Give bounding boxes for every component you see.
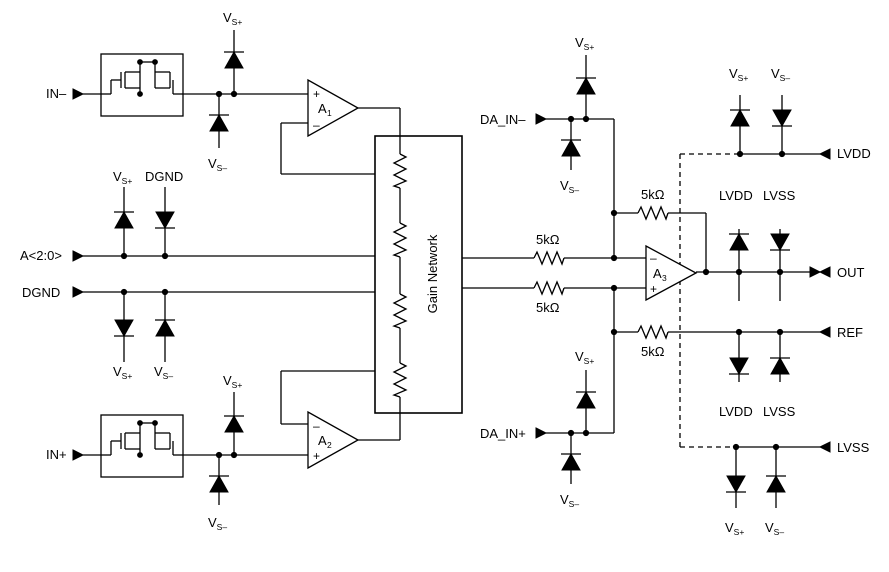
svg-text:A: A	[653, 266, 662, 281]
svg-text:5kΩ: 5kΩ	[536, 300, 560, 315]
op-amp-a2: – + A 2	[307, 410, 360, 470]
diode	[576, 390, 596, 409]
svg-text:A: A	[318, 433, 327, 448]
gain-network-label: Gain Network	[425, 234, 440, 313]
gain-network: Gain Network	[374, 135, 463, 414]
svg-text:VS+: VS+	[223, 373, 242, 390]
pin-in-plus: IN+	[46, 447, 67, 462]
svg-text:VS–: VS–	[560, 178, 579, 195]
diode	[726, 475, 746, 494]
junction-dots	[120, 90, 786, 459]
svg-text:LVDD: LVDD	[719, 188, 753, 203]
pin-ref: REF	[837, 325, 863, 340]
pin-lvss: LVSS	[837, 440, 870, 455]
diode	[772, 109, 792, 128]
svg-text:LVDD: LVDD	[719, 404, 753, 419]
diode	[155, 318, 175, 337]
svg-text:5kΩ: 5kΩ	[641, 344, 665, 359]
pin-dgnd: DGND	[22, 285, 60, 300]
diode	[766, 474, 786, 493]
diode	[224, 50, 244, 69]
diode	[729, 232, 749, 251]
svg-text:VS+: VS+	[113, 364, 132, 381]
svg-text:VS–: VS–	[771, 66, 790, 83]
pin-a-2-0: A<2:0>	[20, 248, 62, 263]
input-protection-block-in-plus	[100, 414, 184, 478]
resistor-in-bottom	[533, 280, 565, 296]
diode	[730, 108, 750, 127]
svg-text:+: +	[313, 87, 320, 101]
gain-resistor	[392, 153, 408, 189]
resistor-feedback	[637, 205, 669, 221]
gain-resistor	[392, 362, 408, 398]
resistor-values: 5kΩ 5kΩ 5kΩ 5kΩ	[536, 187, 665, 359]
svg-text:5kΩ: 5kΩ	[641, 187, 665, 202]
svg-text:1: 1	[327, 108, 332, 118]
diode	[209, 474, 229, 493]
pin-in-minus: IN–	[46, 86, 67, 101]
diode	[770, 356, 790, 375]
op-amp-a3: – + A 3	[645, 244, 698, 302]
gain-resistor	[392, 222, 408, 258]
svg-text:VS–: VS–	[765, 520, 784, 537]
diode	[209, 113, 229, 132]
resistor-ref	[637, 324, 669, 340]
pin-da-in-plus: DA_IN+	[480, 426, 526, 441]
svg-text:–: –	[313, 118, 320, 132]
diode	[155, 211, 175, 230]
svg-text:VS+: VS+	[223, 10, 242, 27]
gain-resistor	[392, 293, 408, 329]
resistor-in-top	[533, 250, 565, 266]
resistors	[392, 153, 669, 398]
diode	[561, 452, 581, 471]
svg-text:+: +	[650, 282, 657, 296]
diode	[770, 233, 790, 252]
pin-arrows	[72, 88, 831, 461]
input-protection-block-in-minus	[100, 53, 184, 117]
svg-text:3: 3	[662, 273, 667, 283]
svg-text:VS+: VS+	[725, 520, 744, 537]
svg-text:LVSS: LVSS	[763, 188, 796, 203]
svg-text:5kΩ: 5kΩ	[536, 232, 560, 247]
diode	[114, 319, 134, 338]
svg-text:VS–: VS–	[560, 492, 579, 509]
pin-labels: IN– IN+ A<2:0> DGND DA_IN– DA_IN+ LVDD O…	[20, 86, 871, 462]
svg-text:DGND: DGND	[145, 169, 183, 184]
svg-text:VS+: VS+	[729, 66, 748, 83]
svg-text:VS–: VS–	[208, 515, 227, 532]
svg-text:2: 2	[327, 440, 332, 450]
svg-text:–: –	[313, 419, 320, 433]
diode	[224, 414, 244, 433]
svg-text:LVSS: LVSS	[763, 404, 796, 419]
diode	[576, 76, 596, 95]
pin-out: OUT	[837, 265, 865, 280]
svg-text:–: –	[650, 251, 657, 265]
pin-da-in-minus: DA_IN–	[480, 112, 526, 127]
svg-text:VS+: VS+	[575, 349, 594, 366]
op-amp-a1: + – A 1	[307, 78, 360, 138]
wires	[83, 30, 820, 508]
diode	[561, 138, 581, 157]
diode	[729, 357, 749, 376]
svg-text:VS+: VS+	[575, 35, 594, 52]
diode	[114, 210, 134, 229]
diodes	[114, 50, 792, 494]
svg-text:VS–: VS–	[208, 156, 227, 173]
supply-labels: VS+ VS– VS+ VS– VS+ DGND VS+ VS– VS+ VS–…	[113, 10, 796, 537]
svg-text:VS+: VS+	[113, 169, 132, 186]
svg-text:+: +	[313, 449, 320, 463]
svg-text:VS–: VS–	[154, 364, 173, 381]
pin-lvdd: LVDD	[837, 146, 871, 161]
svg-text:A: A	[318, 101, 327, 116]
